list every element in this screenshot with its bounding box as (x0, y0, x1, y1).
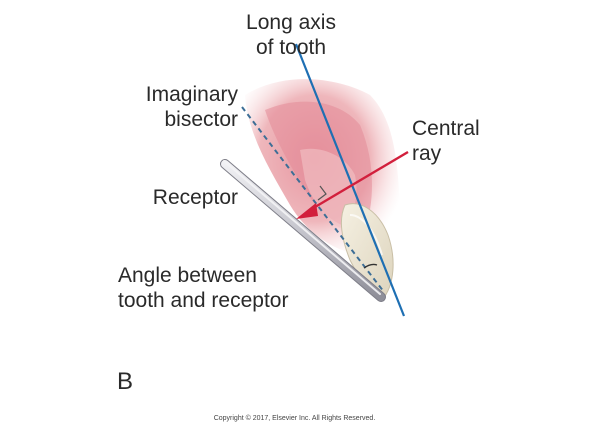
receptor-plate (220, 159, 386, 302)
bisector-label-line1: Imaginary (145, 83, 238, 106)
panel-letter: B (117, 368, 134, 395)
receptor-label-text: Receptor (152, 186, 238, 209)
angle-arc (363, 263, 378, 269)
central-ray-label: Central ray (412, 116, 512, 166)
angle-label-line2: tooth and receptor (118, 289, 289, 312)
copyright-notice: Copyright © 2017, Elsevier Inc. All Righ… (213, 415, 376, 422)
central-ray-label-line2: ray (412, 142, 442, 165)
long-axis-label-line1: Long axis (246, 11, 336, 34)
receptor-label: Receptor (95, 185, 238, 210)
angle-label: Angle between tooth and receptor (118, 263, 323, 313)
long-axis-label-line2: of tooth (255, 36, 327, 59)
bisector-line (241, 106, 385, 293)
bisector-label: Imaginary bisector (108, 82, 238, 132)
angle-label-line1: Angle between (118, 264, 257, 287)
bisector-label-line2: bisector (164, 108, 238, 131)
long-axis-line (294, 43, 406, 317)
long-axis-label: Long axis of tooth (226, 10, 356, 60)
right-angle-marker (317, 185, 327, 201)
central-ray-arrow (296, 150, 409, 219)
central-ray-label-line1: Central (412, 117, 480, 140)
